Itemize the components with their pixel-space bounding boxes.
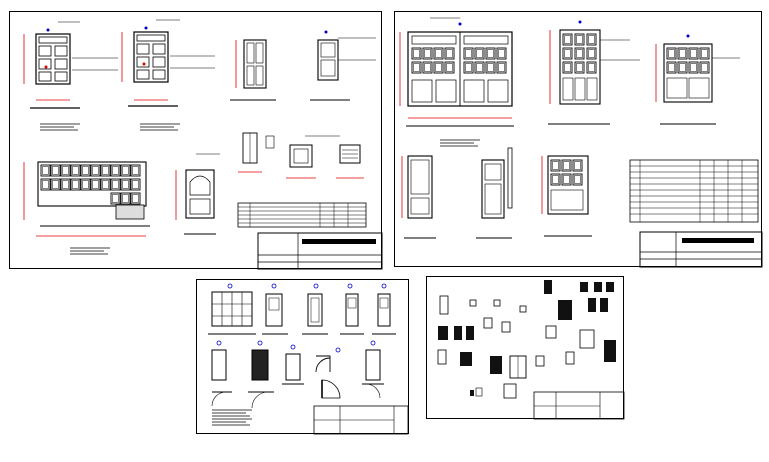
single-door-elevation [407, 155, 433, 219]
door-elevation-1 [35, 33, 71, 85]
title-block-4 [533, 391, 625, 420]
door-elevation-3 [243, 39, 267, 89]
glazed-door-elevation [481, 159, 505, 219]
door-schedule-table-1 [237, 202, 367, 228]
large-door-elevation [407, 31, 513, 107]
door-elevation-2 [133, 31, 169, 83]
title-block-2 [639, 231, 763, 268]
title-block-1 [257, 232, 383, 270]
drawing-sheet-3 [196, 279, 409, 434]
double-door-elevation [559, 29, 601, 105]
paneled-wall-elevation [37, 161, 147, 220]
door-schedule-table-2 [629, 159, 759, 223]
title-block-3 [313, 405, 409, 435]
sheet-1-drawings [23, 19, 383, 270]
drawing-sheet-2 [394, 11, 762, 267]
paneled-door-elevation-2 [547, 155, 589, 215]
paneled-door-elevation [663, 43, 713, 103]
sheet-4-drawings [437, 280, 625, 420]
sheet-2-drawings [399, 17, 763, 268]
sheet-3-drawings [208, 283, 409, 435]
